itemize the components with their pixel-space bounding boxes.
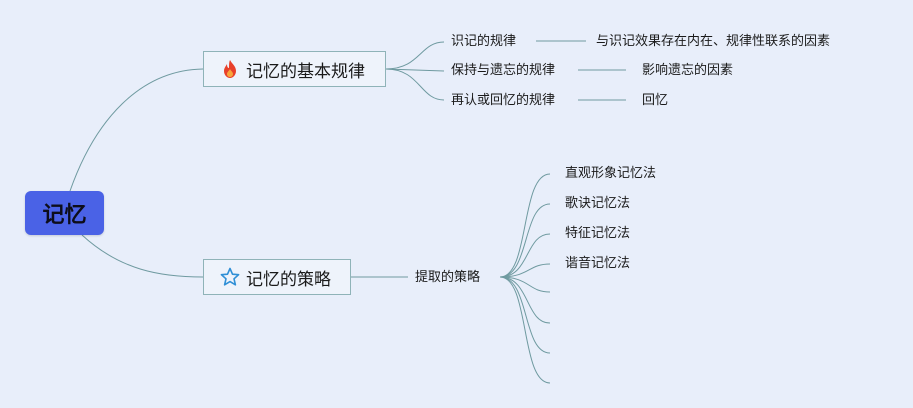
- leaf-visual-imagery-method[interactable]: 直观形象记忆法: [565, 166, 657, 181]
- connector-branch1-item3: [385, 68, 445, 101]
- leaf-memorizing-laws[interactable]: 识记的规律: [451, 34, 517, 49]
- sub-node-retrieval-strategy[interactable]: 提取的策略: [415, 270, 481, 285]
- leaf-feature-method[interactable]: 特征记忆法: [565, 226, 631, 241]
- connector-branch1-item2: [385, 68, 445, 72]
- connector-sub-leaf1: [499, 173, 551, 278]
- leaf-retention-forgetting-laws[interactable]: 保持与遗忘的规律: [451, 63, 556, 78]
- connector-sub-leaf3: [499, 233, 551, 278]
- connector-root-branch2: [81, 234, 204, 278]
- branch-label-strategies: 记忆的策略: [246, 269, 331, 290]
- leaf-homophone-method[interactable]: 谐音记忆法: [565, 256, 631, 271]
- star-icon: [220, 267, 240, 287]
- connector-sub-leaf6: [499, 276, 551, 324]
- connector-sub-leaf7: [499, 276, 551, 354]
- branch-node-basic-laws[interactable]: 记忆的基本规律: [203, 51, 386, 87]
- fire-icon: [220, 59, 240, 79]
- leaf-memorizing-detail[interactable]: 与识记效果存在内在、规律性联系的因素: [596, 34, 831, 49]
- branch-node-strategies[interactable]: 记忆的策略: [203, 259, 351, 295]
- connector-root-branch1: [69, 68, 204, 192]
- leaf-rhyme-method[interactable]: 歌诀记忆法: [565, 196, 631, 211]
- connector-branch1-item1: [385, 41, 445, 70]
- connector-sub-leaf8: [499, 276, 551, 384]
- root-label: 记忆: [42, 203, 87, 228]
- connector-sub-leaf2: [499, 203, 551, 278]
- connector-sub-leaf4: [499, 263, 551, 278]
- branch-label-basic-laws: 记忆的基本规律: [246, 61, 365, 82]
- root-node[interactable]: 记忆: [25, 191, 104, 235]
- leaf-recall-detail[interactable]: 回忆: [642, 93, 669, 108]
- leaf-recognition-recall-laws[interactable]: 再认或回忆的规律: [451, 93, 556, 108]
- leaf-retention-detail[interactable]: 影响遗忘的因素: [642, 63, 734, 78]
- connector-sub-leaf5: [499, 276, 551, 293]
